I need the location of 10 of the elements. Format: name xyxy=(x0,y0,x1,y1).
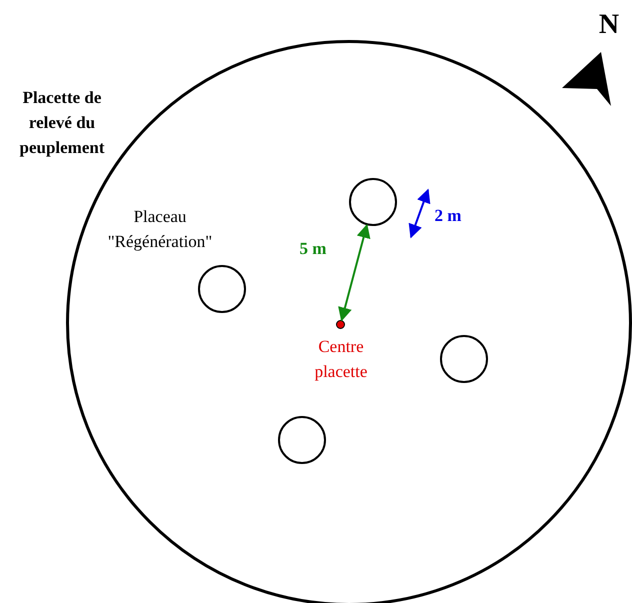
sub-plot-circle xyxy=(349,178,397,226)
edge-label: 5 m xyxy=(298,238,328,260)
centre-label: Centre placette xyxy=(314,336,368,383)
sub-plot-circle xyxy=(278,416,326,464)
sub-plot-label: Placeau "Régénération" xyxy=(106,206,214,253)
sub-plot-circle xyxy=(440,335,488,383)
dimension-label: 2 m xyxy=(434,205,462,227)
distance-arrow xyxy=(338,224,370,322)
north-label: N xyxy=(598,8,620,42)
plot-title: Placette de relevé du peuplement xyxy=(18,87,106,159)
